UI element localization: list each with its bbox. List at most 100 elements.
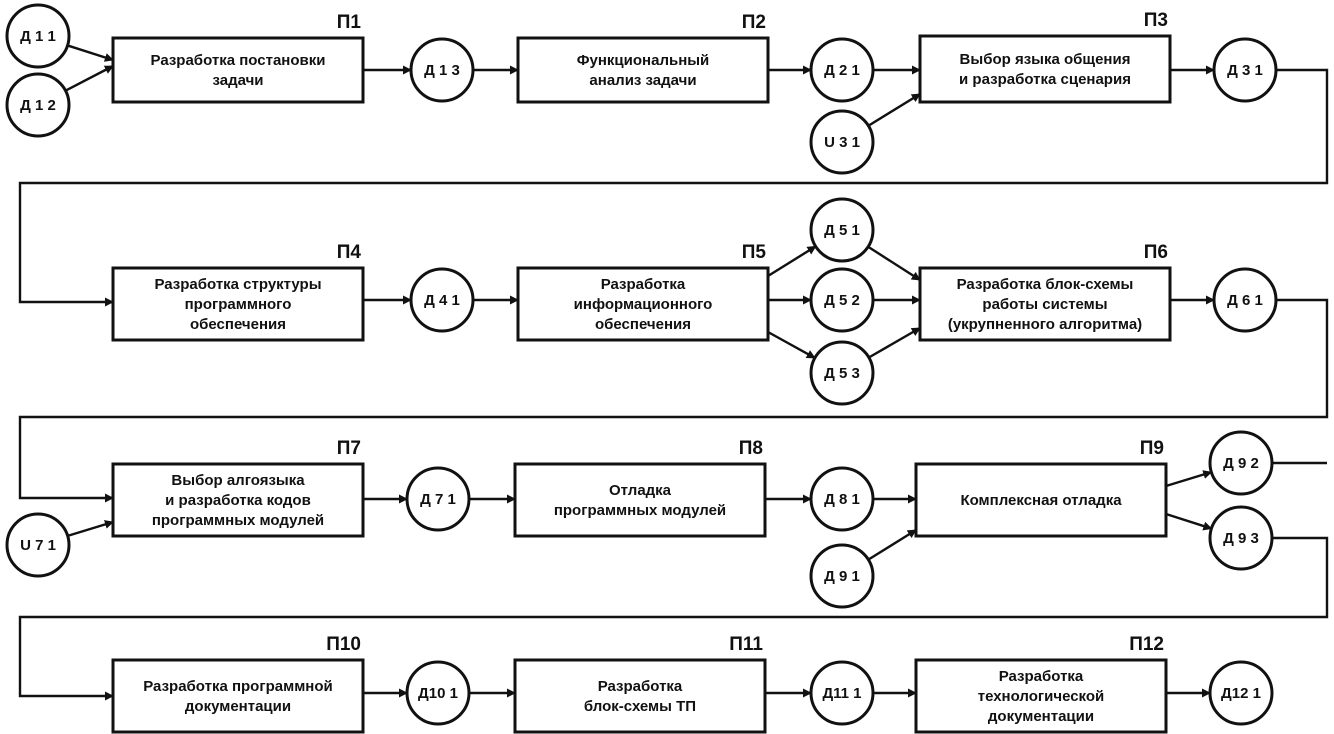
node-d21: Д 2 1 bbox=[809, 37, 875, 103]
node-label: Д10 1 bbox=[418, 685, 458, 702]
process-text-line: Функциональный bbox=[577, 52, 710, 69]
process-text-line: обеспечения bbox=[190, 316, 286, 333]
node-label: Д 9 3 bbox=[1223, 530, 1259, 547]
process-number-label: П12 bbox=[1129, 634, 1164, 655]
arrow-d51-p6 bbox=[867, 245, 921, 282]
node-circle bbox=[1212, 267, 1278, 333]
process-text-line: блок-схемы ТП bbox=[584, 698, 696, 715]
node-label: U 7 1 bbox=[20, 537, 56, 554]
process-number-label: П9 bbox=[1140, 438, 1164, 459]
process-rect bbox=[914, 462, 1168, 538]
node-d31: Д 3 1 bbox=[1212, 37, 1278, 103]
process-text-line: Разработка bbox=[601, 276, 686, 293]
process-text-line: обеспечения bbox=[595, 316, 691, 333]
process-rect bbox=[111, 658, 365, 734]
node-circle bbox=[1208, 430, 1274, 496]
node-circle bbox=[409, 267, 475, 333]
node-d53: Д 5 3 bbox=[809, 340, 875, 406]
node-circle bbox=[405, 660, 471, 726]
process-rect bbox=[914, 658, 1168, 734]
process-text-line: программных модулей bbox=[554, 502, 726, 519]
process-rect bbox=[918, 266, 1172, 342]
connectors bbox=[18, 44, 1329, 701]
node-d11: Д 1 1 bbox=[5, 3, 71, 69]
process-number-label: П1 bbox=[337, 12, 362, 33]
process-rect bbox=[111, 462, 365, 538]
node-d12: Д 1 2 bbox=[5, 72, 71, 138]
arrow-d93-p10 bbox=[18, 536, 1329, 701]
process-text-line: Отладка bbox=[609, 482, 672, 499]
process-text-line: Разработка блок-схемы bbox=[957, 276, 1134, 293]
node-label: Д 7 1 bbox=[420, 491, 456, 508]
arrow-d12-p1 bbox=[64, 64, 114, 92]
node-circle bbox=[809, 466, 875, 532]
process-text-line: анализ задачи bbox=[589, 72, 696, 89]
node-circle bbox=[5, 72, 71, 138]
process-text-line: программных модулей bbox=[152, 512, 324, 529]
process-text-line: информационного bbox=[574, 296, 713, 313]
node-label: Д 1 1 bbox=[20, 28, 56, 45]
process-text-line: программного bbox=[185, 296, 292, 313]
node-label: Д 3 1 bbox=[1227, 62, 1263, 79]
node-circle bbox=[1208, 660, 1274, 726]
node-d51: Д 5 1 bbox=[809, 197, 875, 263]
process-number-label: П10 bbox=[326, 634, 361, 655]
arrow-u71-p7 bbox=[67, 520, 114, 538]
node-label: Д11 1 bbox=[822, 685, 861, 702]
process-text-line: Разработка постановки bbox=[151, 52, 326, 69]
node-label: Д 4 1 bbox=[424, 292, 460, 309]
arrow-p9-d93 bbox=[1165, 512, 1213, 531]
node-circle bbox=[809, 109, 875, 175]
process-text-line: Разработка bbox=[598, 678, 683, 695]
process-text-line: документации bbox=[988, 708, 1094, 725]
process-rect bbox=[918, 34, 1172, 104]
process-text-line: и разработка кодов bbox=[165, 492, 311, 509]
node-label: Д 9 1 bbox=[824, 568, 860, 585]
node-circle bbox=[809, 340, 875, 406]
arrow-u31-p3 bbox=[867, 92, 921, 127]
node-circle bbox=[809, 660, 875, 726]
node-label: Д 1 2 bbox=[20, 97, 56, 114]
node-circle bbox=[5, 512, 71, 578]
process-number-label: П5 bbox=[742, 242, 767, 263]
node-label: Д 2 1 bbox=[824, 62, 860, 79]
arrow-p5-d51 bbox=[767, 245, 817, 278]
node-d71: Д 7 1 bbox=[405, 466, 471, 532]
node-circle bbox=[5, 3, 71, 69]
node-d121: Д12 1 bbox=[1208, 660, 1274, 726]
process-text-line: Разработка bbox=[999, 668, 1084, 685]
node-circle bbox=[809, 197, 875, 263]
node-d61: Д 6 1 bbox=[1212, 267, 1278, 333]
process-text-line: Разработка программной bbox=[143, 678, 333, 695]
process-rect bbox=[516, 36, 770, 104]
process-text-line: Комплексная отладка bbox=[960, 492, 1122, 509]
node-circle bbox=[1208, 505, 1274, 571]
process-rect bbox=[513, 462, 767, 538]
process-text-line: технологической bbox=[978, 688, 1105, 705]
process-number-label: П4 bbox=[337, 242, 362, 263]
process-number-label: П3 bbox=[1144, 10, 1168, 31]
node-d41: Д 4 1 bbox=[409, 267, 475, 333]
arrow-d53-p6 bbox=[868, 326, 921, 359]
node-d101: Д10 1 bbox=[405, 660, 471, 726]
node-label: Д 5 3 bbox=[824, 365, 860, 382]
node-d92: Д 9 2 bbox=[1208, 430, 1274, 496]
process-text-line: Выбор языка общения bbox=[960, 51, 1131, 68]
node-d81: Д 8 1 bbox=[809, 466, 875, 532]
process-text-line: и разработка сценария bbox=[959, 71, 1131, 88]
process-text-line: работы системы bbox=[982, 296, 1107, 313]
node-circle bbox=[405, 466, 471, 532]
process-number-label: П11 bbox=[729, 634, 763, 655]
node-u31: U 3 1 bbox=[809, 109, 875, 175]
process-text-line: (укрупненного алгоритма) bbox=[948, 316, 1142, 333]
